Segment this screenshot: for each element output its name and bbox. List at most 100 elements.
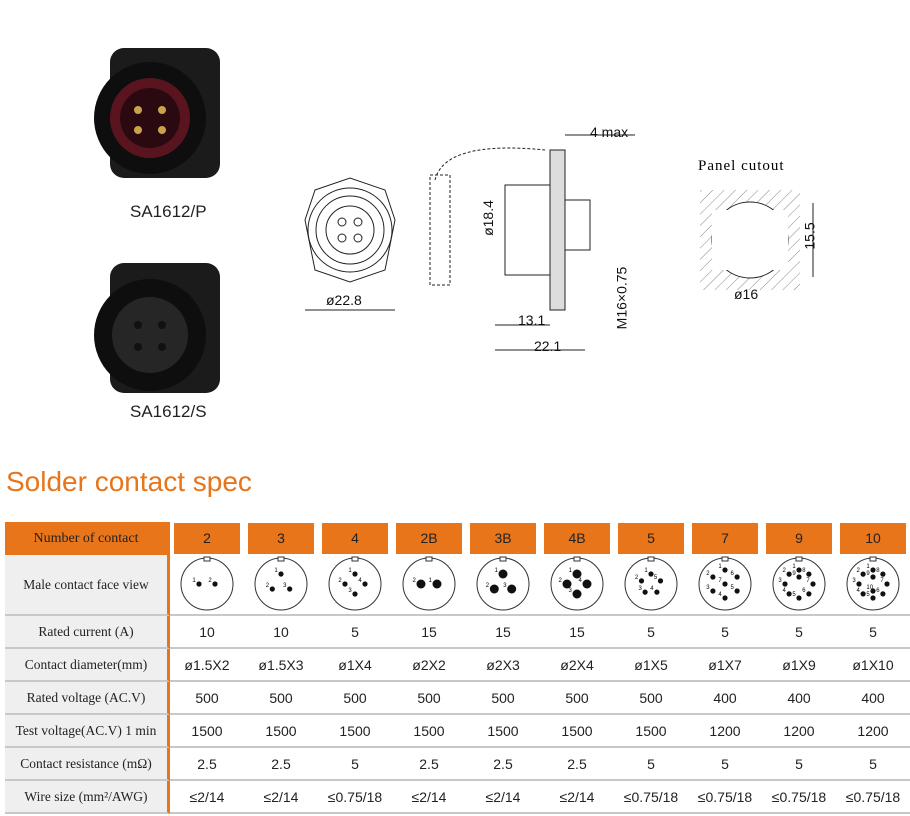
pin-number: 3 <box>283 583 287 589</box>
spec-value: ø1X4 <box>318 649 392 682</box>
pin-number: 1 <box>718 564 722 570</box>
pin-number: 9 <box>866 571 870 577</box>
spec-value: ≤0.75/18 <box>614 781 688 814</box>
spec-value: 10 <box>170 616 244 649</box>
thread-dim: M16×0.75 <box>613 266 630 330</box>
table-row: Wire size (mm²/AWG)≤2/14≤2/14≤0.75/18≤2/… <box>5 781 910 814</box>
pin-number: 8 <box>876 568 880 574</box>
spec-value: 1500 <box>170 715 244 748</box>
row-label: Male contact face view <box>5 555 170 616</box>
spec-value: ≤2/14 <box>466 781 540 814</box>
spec-value: 1200 <box>762 715 836 748</box>
pin-number: 1 <box>644 568 648 574</box>
spec-value: ø2X4 <box>540 649 614 682</box>
pin-number: 4 <box>358 578 362 584</box>
pin-number: 5 <box>654 575 658 581</box>
spec-value: ≤2/14 <box>392 781 466 814</box>
row-label: Rated current (A) <box>5 616 170 649</box>
front-diameter-dim: ø22.8 <box>326 292 362 308</box>
pin-number: 1 <box>495 568 499 574</box>
pin-number: 1 <box>429 578 433 584</box>
spec-value: ø2X3 <box>466 649 540 682</box>
length-a-dim: 13.1 <box>518 312 546 328</box>
spec-value: 5 <box>688 616 762 649</box>
pin-number: 2 <box>413 578 417 584</box>
spec-value: 2.5 <box>540 748 614 781</box>
spec-value: ø1X9 <box>762 649 836 682</box>
max-panel-dim: 4 max <box>590 124 629 140</box>
spec-value: 400 <box>762 682 836 715</box>
pin-number: 2 <box>857 568 861 574</box>
spec-value: ≤0.75/18 <box>688 781 762 814</box>
spec-value: ≤2/14 <box>244 781 318 814</box>
spec-value: ≤2/14 <box>170 781 244 814</box>
pin-number: 2 <box>486 583 490 589</box>
pin-number: 7 <box>880 578 884 584</box>
spec-value: 5 <box>614 748 688 781</box>
contact-count-header: 3B <box>470 523 536 554</box>
plug-label: SA1612/P <box>130 202 207 221</box>
spec-value: 500 <box>614 682 688 715</box>
spec-value: 1200 <box>836 715 910 748</box>
row-label: Rated voltage (AC.V) <box>5 682 170 715</box>
pin-number: 1 <box>192 578 196 584</box>
pin-number: 4 <box>718 592 722 598</box>
pin-number: 2 <box>635 575 639 581</box>
panel-cutout-drawing <box>700 190 814 290</box>
contact-face-diagram: 132 <box>254 556 308 611</box>
dimension-drawing <box>304 134 635 351</box>
spec-value: 1500 <box>614 715 688 748</box>
row-label: Wire size (mm²/AWG) <box>5 781 170 814</box>
pin-number: 4 <box>783 588 787 594</box>
socket-connector-photo <box>94 263 220 393</box>
pin-number: 2 <box>706 571 710 577</box>
socket-label: SA1612/S <box>130 402 207 421</box>
spec-value: ≤0.75/18 <box>318 781 392 814</box>
pin-number: 2 <box>338 578 342 584</box>
pin-number: 3 <box>778 578 782 584</box>
spec-value: 15 <box>466 616 540 649</box>
panel-cutout-title: Panel cutout <box>698 158 785 174</box>
pin-number: 4 <box>857 588 861 594</box>
pin-number: 3 <box>852 578 856 584</box>
pin-number: 3 <box>639 586 643 592</box>
pin-number: 8 <box>802 568 806 574</box>
spec-value: 2.5 <box>392 748 466 781</box>
spec-value: ø1.5X2 <box>170 649 244 682</box>
pin-number: 5 <box>866 592 870 598</box>
pin-number: 2 <box>559 578 563 584</box>
pin-number: 6 <box>876 588 880 594</box>
pin-number: 4 <box>650 586 654 592</box>
contact-count-header: 4 <box>322 523 388 554</box>
spec-value: ø1X5 <box>614 649 688 682</box>
contact-face-diagram: 132 <box>476 556 530 611</box>
spec-value: 10 <box>244 616 318 649</box>
cutout-height-dim: 15.5 <box>801 222 818 250</box>
spec-value: 1500 <box>318 715 392 748</box>
spec-value: ≤2/14 <box>540 781 614 814</box>
pin-number: 1 <box>274 568 278 574</box>
spec-value: 1500 <box>392 715 466 748</box>
row-label: Contact resistance (mΩ) <box>5 748 170 781</box>
spec-value: ø2X2 <box>392 649 466 682</box>
contact-count-header: 4B <box>544 523 610 554</box>
pin-number: 7 <box>806 578 810 584</box>
cutout-diameter-dim: ø16 <box>734 286 759 302</box>
pin-number: 2 <box>208 578 212 584</box>
pin-number: 6 <box>731 571 735 577</box>
pin-number: 3 <box>706 585 710 591</box>
spec-value: ≤0.75/18 <box>836 781 910 814</box>
pin-number: 10 <box>866 585 873 591</box>
spec-value: 5 <box>762 748 836 781</box>
